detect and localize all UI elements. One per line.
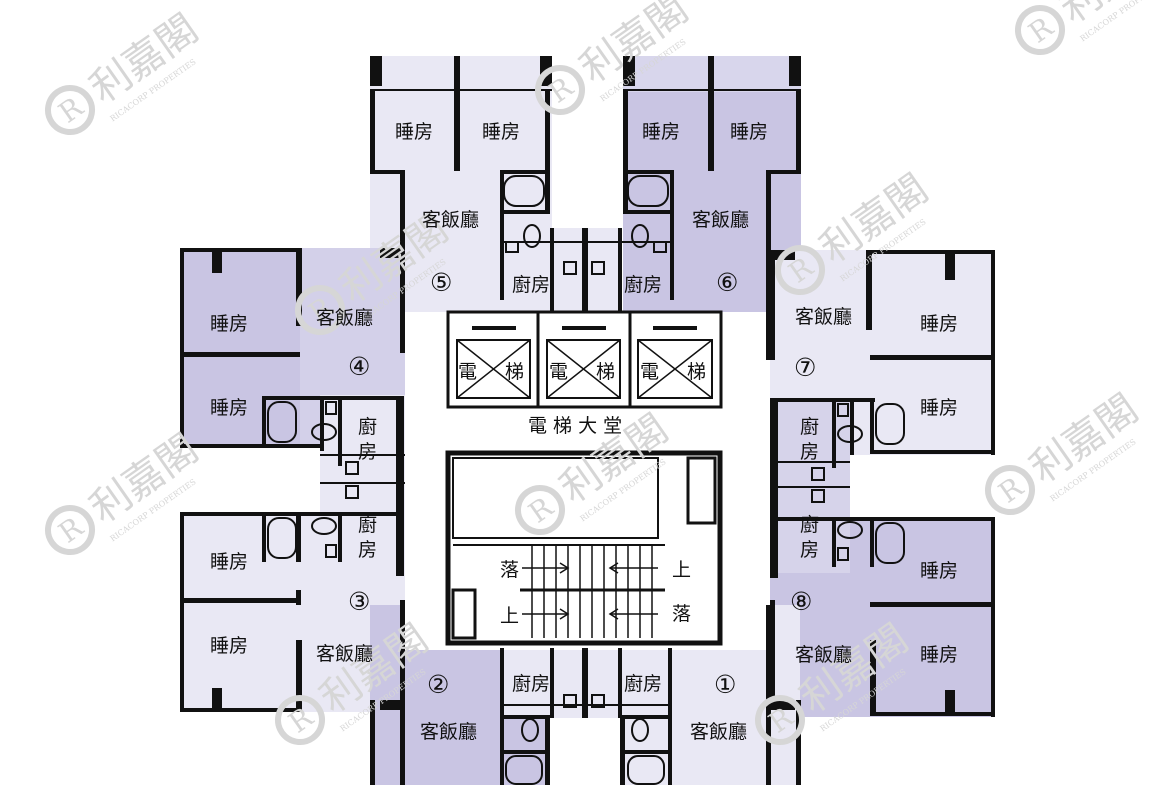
lift-label-left: 電	[549, 361, 568, 383]
registered-r-icon	[535, 65, 585, 115]
fixtures	[267, 175, 905, 785]
room-label-bedroom: 睡房	[210, 313, 248, 335]
unit-fills	[180, 56, 995, 785]
toilet	[311, 423, 337, 441]
stair-arrows	[522, 562, 658, 620]
stair-label-down: 落	[500, 559, 519, 581]
toilet	[837, 425, 863, 443]
bathtub	[627, 755, 665, 785]
registered-r-icon	[755, 695, 805, 745]
bathtub	[875, 403, 905, 445]
lift-label-left: 電	[640, 361, 659, 383]
stair-label-up: 上	[672, 559, 691, 581]
stair-label-down: 落	[672, 603, 691, 625]
room-label-living-dining: 客飯廳	[690, 721, 747, 743]
unit-number-3: ③	[348, 587, 370, 616]
toilet	[631, 718, 649, 742]
lift-label-left: 電	[458, 361, 477, 383]
room-label-bedroom: 睡房	[730, 121, 768, 143]
room-label-bedroom: 睡房	[210, 551, 248, 573]
room-label-bedroom: 睡房	[920, 560, 958, 582]
registered-r-icon	[515, 485, 565, 535]
room-label-bedroom: 睡房	[920, 397, 958, 419]
room-label-bedroom: 睡房	[482, 121, 520, 143]
registered-r-icon	[295, 285, 345, 335]
room-label-kitchen-bottom: 房	[358, 539, 377, 561]
room-label-bedroom: 睡房	[395, 121, 433, 143]
toilet	[521, 718, 539, 742]
lift-lobby-label: 電 梯 大 堂	[528, 415, 622, 437]
room-label-bedroom: 睡房	[920, 644, 958, 666]
room-label-bedroom: 睡房	[642, 121, 680, 143]
watermark: R 利嘉閣 RICACORP PROPERTIES	[45, 6, 207, 135]
watermark: R 利嘉閣 RICACORP PROPERTIES	[1015, 0, 1170, 55]
unit-number-2: ②	[427, 670, 449, 699]
room-label-living-dining: 客飯廳	[795, 306, 852, 328]
room-label-living-dining: 客飯廳	[795, 644, 852, 666]
room-label-bedroom: 睡房	[210, 397, 248, 419]
toilet	[837, 521, 863, 539]
room-label-kitchen: 廚房	[624, 672, 662, 695]
room-label-kitchen-bottom: 房	[800, 441, 819, 463]
room-label-bedroom: 睡房	[210, 635, 248, 657]
toilet	[523, 224, 541, 248]
room-label-kitchen-top: 廚	[358, 513, 377, 536]
lift-label-right: 梯	[596, 361, 615, 383]
registered-r-icon	[45, 85, 95, 135]
room-label-living-dining: 客飯廳	[422, 209, 479, 231]
unit-number-6: ⑥	[716, 268, 738, 297]
walls	[180, 56, 995, 785]
room-label-kitchen-top: 廚	[358, 415, 377, 438]
bathtub	[627, 175, 669, 207]
room-label-kitchen: 廚房	[512, 672, 550, 695]
toilet	[631, 224, 649, 248]
bathtub	[267, 401, 297, 443]
stair-label-up: 上	[500, 605, 519, 627]
stair-treads	[453, 544, 665, 638]
unit-number-1: ①	[714, 670, 736, 699]
toilet	[311, 517, 337, 535]
registered-r-icon	[45, 505, 95, 555]
room-label-living-dining: 客飯廳	[316, 643, 373, 665]
room-label-living-dining: 客飯廳	[692, 209, 749, 231]
room-label-kitchen-top: 廚	[800, 415, 819, 438]
unit-number-8: ⑧	[790, 587, 812, 616]
unit-number-5: ⑤	[430, 268, 452, 297]
bathtub	[875, 522, 905, 564]
room-label-living-dining: 客飯廳	[420, 721, 477, 743]
registered-r-icon	[775, 245, 825, 295]
room-label-living-dining: 客飯廳	[316, 307, 373, 329]
lift-label-right: 梯	[687, 361, 706, 383]
room-label-kitchen: 廚房	[624, 273, 662, 296]
room-label-kitchen-bottom: 房	[358, 441, 377, 463]
unit-number-4: ④	[348, 352, 370, 381]
room-label-kitchen: 廚房	[512, 273, 550, 296]
room-label-bedroom: 睡房	[920, 313, 958, 335]
watermark: R 利嘉閣 RICACORP PROPERTIES	[985, 386, 1147, 515]
room-labels: 睡房 睡房 客飯廳 廚房 睡房 睡房 客飯廳 廚房 睡房 客飯廳 睡房 廚 房 …	[210, 121, 958, 743]
bathtub	[503, 175, 545, 207]
registered-r-icon	[985, 465, 1035, 515]
unit-numbers: ⑤ ⑥ ④ ⑦ ③ ⑧ ② ①	[348, 268, 816, 699]
registered-r-icon	[1015, 5, 1065, 55]
registered-r-icon	[275, 695, 325, 745]
room-label-kitchen-top: 廚	[800, 513, 819, 536]
bathtub	[267, 517, 297, 559]
bathtub	[505, 755, 543, 785]
room-label-kitchen-bottom: 房	[800, 539, 819, 561]
lift-label-right: 梯	[505, 361, 524, 383]
unit-number-7: ⑦	[794, 353, 816, 382]
